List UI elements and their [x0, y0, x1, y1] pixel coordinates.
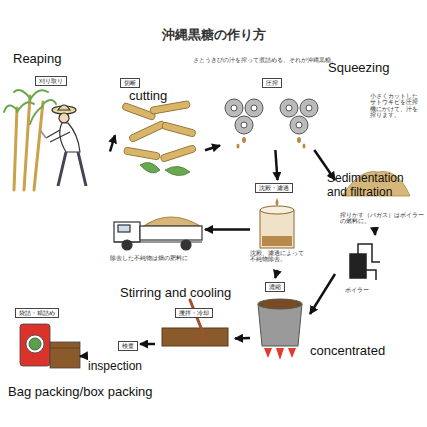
packages — [20, 324, 80, 368]
press-rollers — [225, 99, 318, 149]
step-tag: 圧搾 — [262, 78, 282, 88]
step-tag: 切断 — [120, 78, 140, 88]
diagram-title: 沖縄黒糖の作り方 — [0, 26, 427, 44]
process-step: 沈殿・濾過沈殿、濾過によって不純物除去。 — [250, 180, 305, 270]
step-label-en: Squeezing — [328, 61, 389, 76]
process-step: 切断cutting — [115, 72, 205, 187]
cooling-tray — [162, 300, 228, 346]
step-caption: 小さくカットしたサトウキビを圧搾機にかけて、汁を搾ります。 — [370, 93, 422, 118]
flow-arrow — [80, 355, 85, 358]
process-step: Sedimentation and filtration搾りかす（バガス）はボイ… — [335, 168, 425, 228]
farmer — [40, 105, 86, 186]
step-tag: 濃縮 — [265, 282, 285, 292]
step-label-en: Reaping — [13, 52, 61, 67]
step-tag: 沈殿・濾過 — [255, 183, 293, 193]
flow-arrow — [205, 228, 250, 231]
step-label-en: Stirring and cooling — [120, 286, 231, 301]
process-step: ボイラー — [335, 235, 390, 300]
step-caption: 搾りかす（バガス）はボイラーの燃料に。 — [340, 212, 425, 225]
step-label-en: inspection — [88, 360, 142, 374]
flow-arrow — [205, 146, 220, 151]
process-step: Reaping 刈り取り — [5, 50, 110, 195]
step-caption: 除去した不純物は畑の肥料に — [110, 255, 200, 261]
process-step: 除去した不純物は畑の肥料に — [105, 210, 205, 275]
process-step: 検査 inspection — [85, 336, 140, 376]
process-step: 濃縮concentrated — [250, 278, 310, 358]
flow-arrow — [275, 270, 277, 278]
step-label-en: concentrated — [310, 344, 385, 359]
flow-arrow — [373, 228, 376, 235]
flow-arrow — [235, 337, 250, 340]
step-label-en: cutting — [129, 89, 167, 104]
step-tag: 攪拌・冷却 — [175, 308, 213, 318]
step-caption: ボイラー — [345, 287, 369, 293]
cut-cane — [122, 101, 197, 176]
step-label-en: Sedimentation and filtration — [327, 172, 422, 200]
step-caption: 沈殿、濾過によって不純物除去。 — [250, 250, 305, 263]
process-step: 圧搾 Squeezing 小さくカットしたサトウキビを圧搾機にかけて、汁を搾ります。 — [220, 60, 425, 150]
boiler — [350, 244, 380, 280]
flow-arrow — [110, 135, 115, 151]
step-tag: 検査 — [118, 341, 138, 351]
process-step: 袋詰・箱詰めBag packing/box packing — [10, 305, 80, 400]
process-step: Stirring and cooling攪拌・冷却 — [155, 300, 235, 355]
boiling-pot — [258, 299, 302, 360]
flow-arrow — [310, 274, 335, 314]
truck — [114, 217, 202, 250]
sugarcane — [4, 90, 56, 190]
flow-arrow — [275, 150, 277, 180]
settling-jar — [260, 198, 294, 248]
step-tag: 袋詰・箱詰め — [15, 308, 59, 318]
flow-arrow — [140, 343, 155, 346]
step-label-en: Bag packing/box packing — [8, 385, 153, 400]
step-tag: 刈り取り — [35, 76, 67, 86]
